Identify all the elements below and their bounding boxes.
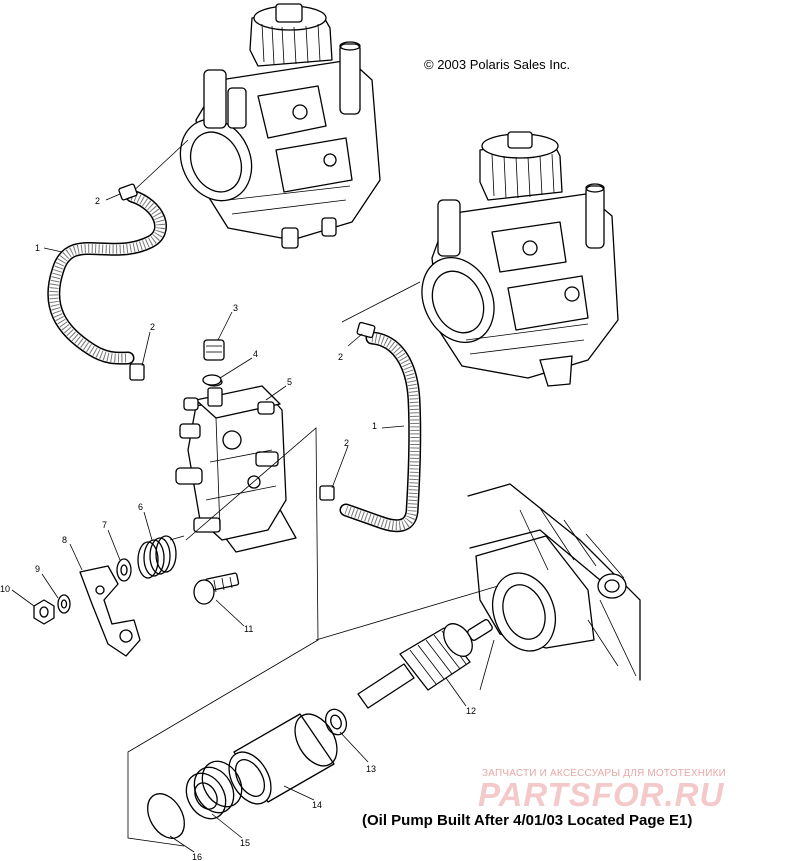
diagram-caption: (Oil Pump Built After 4/01/03 Located Pa…: [362, 812, 693, 829]
callout-1-right: 1: [372, 421, 377, 431]
hose-clamps: [118, 183, 376, 501]
oil-pump: [175, 339, 297, 553]
callout-4: 4: [253, 349, 258, 359]
callout-1-upper: 1: [35, 243, 40, 253]
callout-11: 11: [244, 624, 253, 634]
callout-13: 13: [366, 764, 376, 774]
bolt-11: [193, 572, 240, 605]
carburetor-upper: [179, 3, 381, 249]
callout-9: 9: [35, 564, 40, 574]
carburetor-right: [421, 131, 619, 387]
callout-15: 15: [240, 838, 250, 848]
watermark-subtitle: ЗАПЧАСТИ И АКСЕССУАРЫ ДЛЯ МОТОТЕХНИКИ: [482, 768, 727, 779]
callout-leaders: [11, 193, 467, 853]
washer-7: [116, 558, 132, 582]
engine-case: [467, 483, 641, 691]
sleeve-14: [228, 713, 338, 805]
callout-2-pump: 2: [150, 322, 155, 332]
callout-8: 8: [62, 535, 67, 545]
callout-2-upper: 2: [95, 196, 100, 206]
callout-3: 3: [233, 303, 238, 313]
callout-6: 6: [138, 502, 143, 512]
callout-10: 10: [0, 584, 10, 594]
oil-hose-right: [339, 331, 422, 533]
nut-10: [33, 599, 55, 625]
spring-6: [137, 535, 185, 579]
washer-13: [324, 708, 348, 736]
callout-2-lower: 2: [344, 438, 349, 448]
washer-9: [57, 594, 71, 614]
snap-ring-16: [147, 793, 185, 839]
callout-7: 7: [102, 520, 107, 530]
assembly-reference-lines: [127, 427, 499, 847]
bushing-15: [185, 760, 243, 820]
callout-12: 12: [466, 706, 476, 716]
callout-14: 14: [312, 800, 322, 810]
callout-2-right: 2: [338, 352, 343, 362]
oil-hose-left: [47, 189, 167, 365]
watermark-logo: PARTSFOR.RU: [478, 776, 725, 813]
callout-numbers: 1 2 2 3 4 5 1 2 2 6 7 8 9 10 11 12 13 14…: [0, 196, 476, 861]
callout-16: 16: [192, 852, 202, 861]
callout-5: 5: [287, 377, 292, 387]
washer-4: [202, 374, 222, 386]
gear-shaft-12: [357, 619, 493, 709]
copyright-notice: © 2003 Polaris Sales Inc.: [424, 57, 571, 72]
lever-8: [79, 565, 141, 657]
